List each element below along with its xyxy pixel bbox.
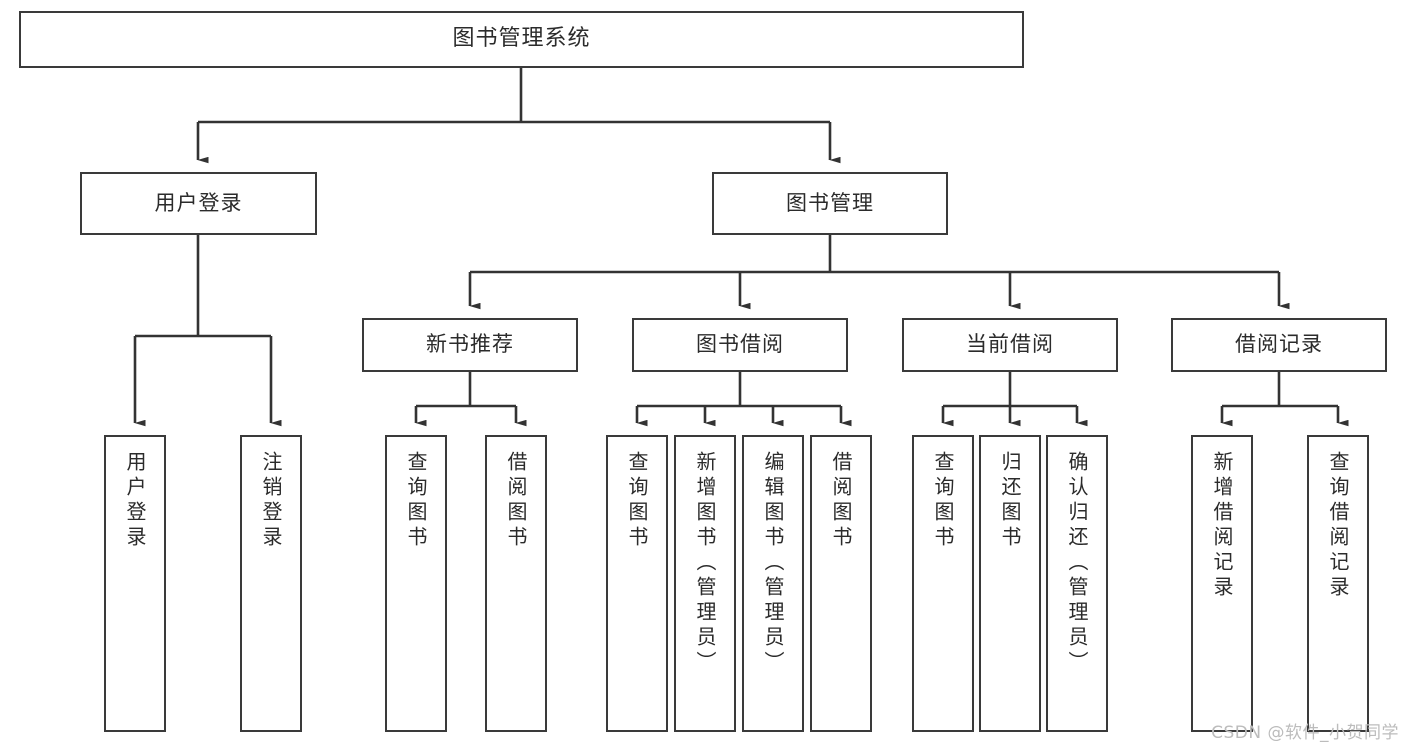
node-label: 新增借阅记录 bbox=[1210, 451, 1234, 601]
node-leaf-logout[interactable]: 注销登录 bbox=[240, 435, 302, 732]
node-leaf-borrow-book[interactable]: 借阅图书 bbox=[810, 435, 872, 732]
node-book-borrow[interactable]: 图书借阅 bbox=[632, 318, 848, 372]
node-label: 当前借阅 bbox=[966, 332, 1054, 357]
node-label: 借阅图书 bbox=[504, 451, 528, 551]
node-label: 注销登录 bbox=[259, 451, 283, 551]
node-book-management[interactable]: 图书管理 bbox=[712, 172, 948, 235]
node-leaf-edit-book-admin[interactable]: 编辑图书（管理员） bbox=[742, 435, 804, 732]
node-label: 图书管理系统 bbox=[452, 26, 591, 52]
node-borrow-record[interactable]: 借阅记录 bbox=[1171, 318, 1387, 372]
node-label: 查询图书 bbox=[625, 451, 649, 551]
node-label: 查询借阅记录 bbox=[1326, 451, 1350, 601]
node-new-book-recommend[interactable]: 新书推荐 bbox=[362, 318, 578, 372]
node-label: 用户登录 bbox=[154, 190, 243, 215]
node-leaf-query-book-newbook[interactable]: 查询图书 bbox=[385, 435, 447, 732]
node-leaf-borrow-book-newbook[interactable]: 借阅图书 bbox=[485, 435, 547, 732]
node-label: 图书管理 bbox=[786, 190, 874, 215]
node-label: 编辑图书（管理员） bbox=[761, 451, 785, 676]
csdn-watermark: CSDN @软件_小贺同学 bbox=[1211, 723, 1399, 743]
node-leaf-return-book[interactable]: 归还图书 bbox=[979, 435, 1041, 732]
node-label: 查询图书 bbox=[931, 451, 955, 551]
node-label: 查询图书 bbox=[404, 451, 428, 551]
node-label: 借阅记录 bbox=[1235, 332, 1323, 357]
node-label: 确认归还（管理员） bbox=[1065, 451, 1089, 676]
node-label: 借阅图书 bbox=[829, 451, 853, 551]
node-label: 归还图书 bbox=[998, 451, 1022, 551]
node-label: 用户登录 bbox=[123, 451, 147, 551]
node-label: 新增图书（管理员） bbox=[693, 451, 717, 676]
node-leaf-query-book-current[interactable]: 查询图书 bbox=[912, 435, 974, 732]
node-root-library-system[interactable]: 图书管理系统 bbox=[19, 11, 1024, 68]
node-leaf-add-book-admin[interactable]: 新增图书（管理员） bbox=[674, 435, 736, 732]
node-leaf-query-borrow-record[interactable]: 查询借阅记录 bbox=[1307, 435, 1369, 732]
node-current-borrow[interactable]: 当前借阅 bbox=[902, 318, 1118, 372]
node-leaf-add-borrow-record[interactable]: 新增借阅记录 bbox=[1191, 435, 1253, 732]
node-leaf-confirm-return-admin[interactable]: 确认归还（管理员） bbox=[1046, 435, 1108, 732]
node-leaf-user-login[interactable]: 用户登录 bbox=[104, 435, 166, 732]
node-leaf-query-book-borrow[interactable]: 查询图书 bbox=[606, 435, 668, 732]
node-label: 新书推荐 bbox=[426, 332, 514, 357]
node-label: 图书借阅 bbox=[696, 332, 784, 357]
node-user-login[interactable]: 用户登录 bbox=[80, 172, 317, 235]
